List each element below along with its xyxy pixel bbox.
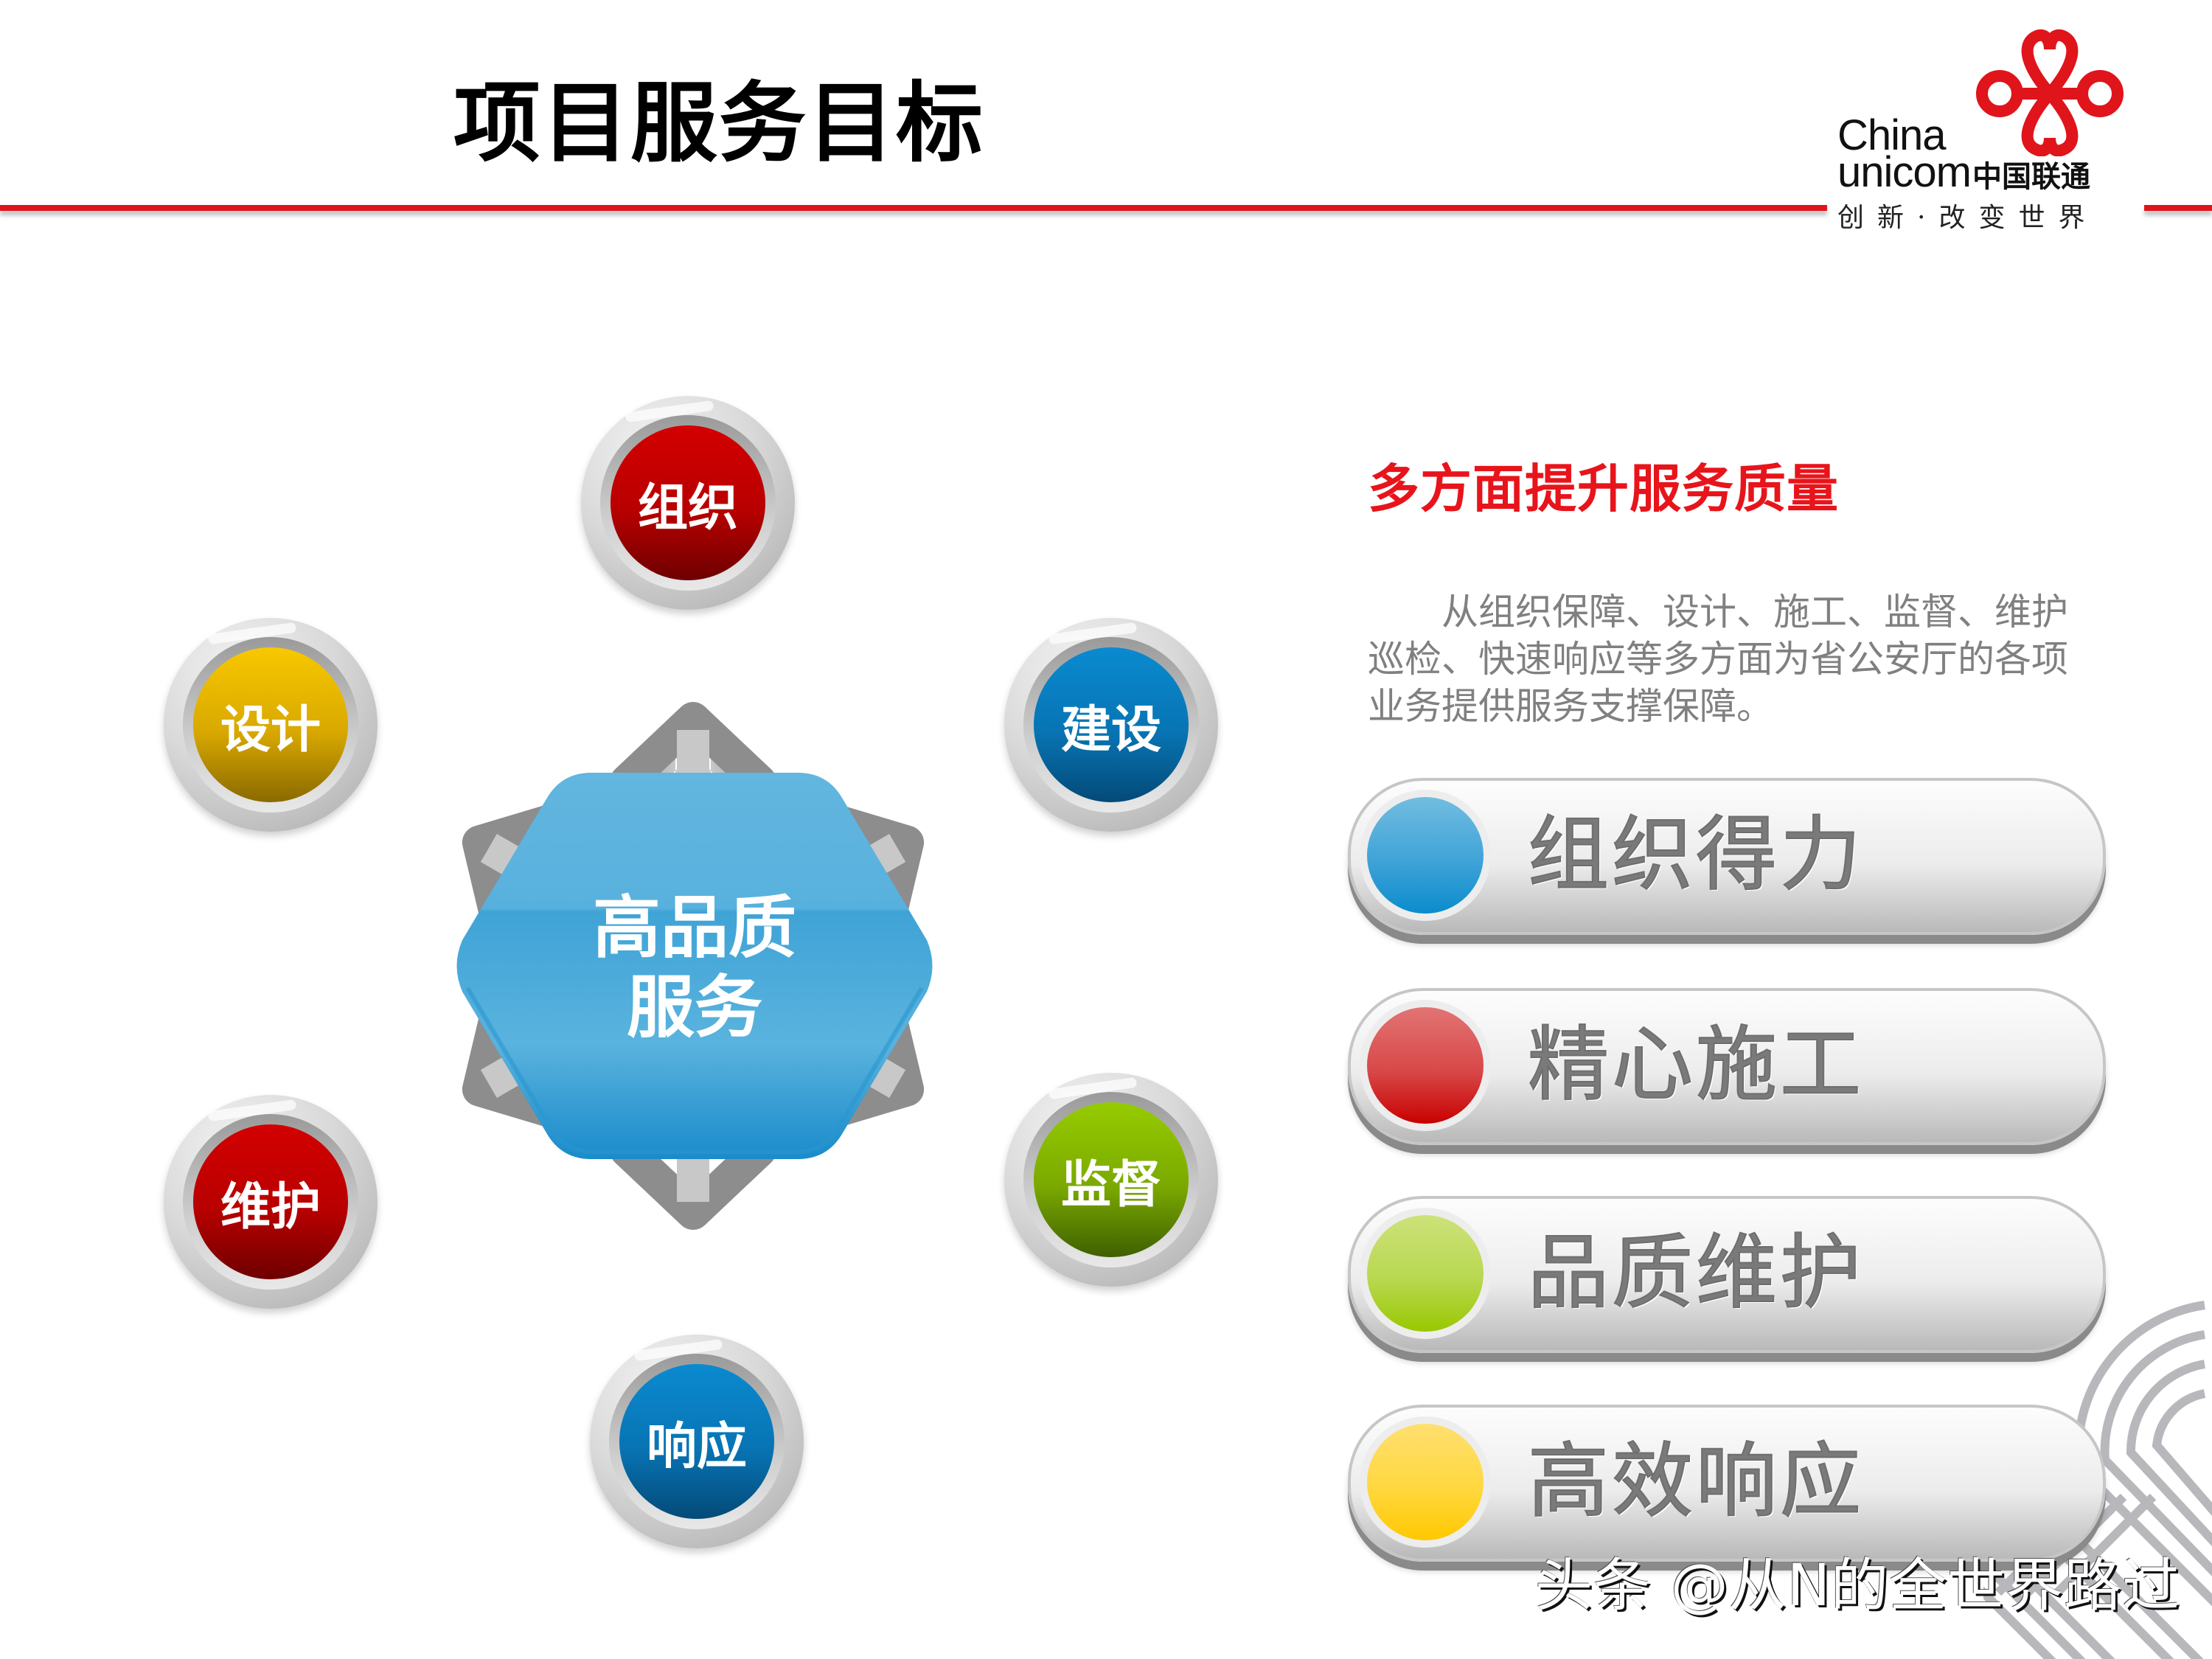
goal-item-maintenance[interactable]: 品质维护 bbox=[1348, 1196, 2106, 1353]
node-design-label: 设计 bbox=[193, 647, 348, 802]
header-divider-right bbox=[2144, 205, 2212, 211]
header-divider-left bbox=[0, 205, 1827, 211]
blue-dot-icon bbox=[1367, 797, 1484, 914]
logo-slogan: 创新·改变世界 bbox=[1837, 203, 2098, 233]
page-title: 项目服务目标 bbox=[453, 72, 985, 174]
goal-item-response[interactable]: 高效响应 bbox=[1348, 1405, 2106, 1562]
unicom-knot-icon bbox=[1976, 29, 2124, 156]
node-construction-label: 建设 bbox=[1034, 647, 1189, 802]
node-supervision[interactable]: 监督 bbox=[1004, 1073, 1218, 1287]
node-organization[interactable]: 组织 bbox=[581, 396, 795, 610]
goal-item-label: 组织得力 bbox=[1527, 807, 1864, 902]
china-unicom-logo: China unicom中国联通 创新·改变世界 bbox=[1829, 15, 2146, 236]
logo-unicom-text: unicom bbox=[1837, 148, 1972, 196]
node-design[interactable]: 设计 bbox=[164, 618, 378, 832]
node-maintenance-label: 维护 bbox=[193, 1124, 348, 1279]
logo-brand-cn: 中国联通 bbox=[1972, 161, 2090, 193]
node-response-label: 响应 bbox=[619, 1364, 774, 1519]
node-maintenance[interactable]: 维护 bbox=[164, 1095, 378, 1309]
logo-brand-en-1: China bbox=[1837, 111, 1947, 159]
node-organization-label: 组织 bbox=[611, 425, 765, 580]
center-label-line2: 服务 bbox=[626, 968, 762, 1047]
green-dot-icon bbox=[1367, 1215, 1484, 1332]
goal-item-label: 精心施工 bbox=[1527, 1017, 1864, 1113]
center-hexagon bbox=[456, 773, 933, 1159]
yellow-dot-icon bbox=[1367, 1424, 1484, 1540]
node-construction[interactable]: 建设 bbox=[1004, 618, 1218, 832]
section-body: 从组织保障、设计、施工、监督、维护巡检、快速响应等多方面为省公安厅的各项业务提供… bbox=[1368, 591, 2068, 728]
goal-item-construction[interactable]: 精心施工 bbox=[1348, 988, 2106, 1145]
section-heading: 多方面提升服务质量 bbox=[1368, 459, 1839, 519]
goal-item-label: 品质维护 bbox=[1527, 1225, 1864, 1321]
goal-item-label: 高效响应 bbox=[1527, 1433, 1864, 1529]
node-supervision-label: 监督 bbox=[1034, 1102, 1189, 1257]
watermark: 头条 @从N的全世界路过 bbox=[1535, 1553, 2181, 1619]
center-label-line1: 高品质 bbox=[592, 888, 796, 967]
goal-item-organization[interactable]: 组织得力 bbox=[1348, 778, 2106, 935]
red-dot-icon bbox=[1367, 1007, 1484, 1124]
node-response[interactable]: 响应 bbox=[590, 1335, 804, 1548]
logo-brand-en-2: unicom中国联通 bbox=[1837, 151, 2090, 194]
center-label: 高品质 服务 bbox=[451, 888, 938, 1048]
